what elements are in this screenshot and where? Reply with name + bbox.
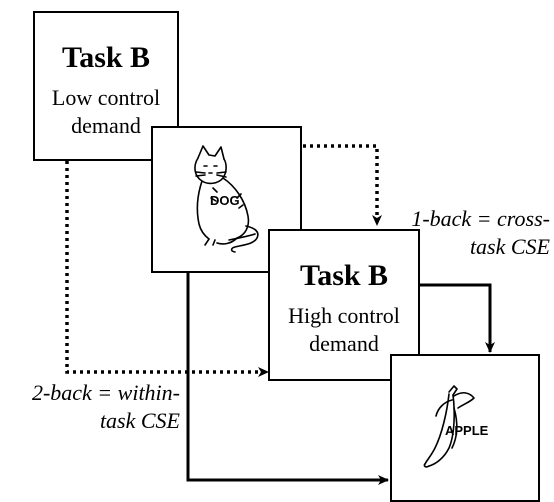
annotation-one-back: 1-back = cross- task CSE <box>372 205 550 261</box>
banana-word-label: APPLE <box>445 423 489 438</box>
cat-word-label: DOG <box>210 193 240 208</box>
dotted-arrow-one-back <box>303 144 382 226</box>
task-low-title: Task B <box>61 41 151 74</box>
task-high-line1: High control <box>288 303 400 328</box>
two-back-line1: 2-back = within- <box>31 380 180 405</box>
one-back-line2: task CSE <box>469 234 550 259</box>
task-low-line2: demand <box>71 113 141 138</box>
one-back-line1: 1-back = cross- <box>411 206 550 231</box>
task-high-title: Task B <box>299 259 389 292</box>
stimulus-box-banana: APPLE <box>390 354 540 502</box>
task-high-line2: demand <box>309 331 379 356</box>
banana-icon <box>423 385 475 468</box>
annotation-two-back: 2-back = within- task CSE <box>4 379 180 435</box>
solid-arrow-high-to-image <box>419 283 495 353</box>
cat-icon <box>194 145 259 253</box>
two-back-line2: task CSE <box>99 408 180 433</box>
task-low-line1: Low control <box>51 85 161 110</box>
dotted-arrow-two-back <box>65 161 269 377</box>
solid-arrow-cat-to-image <box>186 272 389 485</box>
